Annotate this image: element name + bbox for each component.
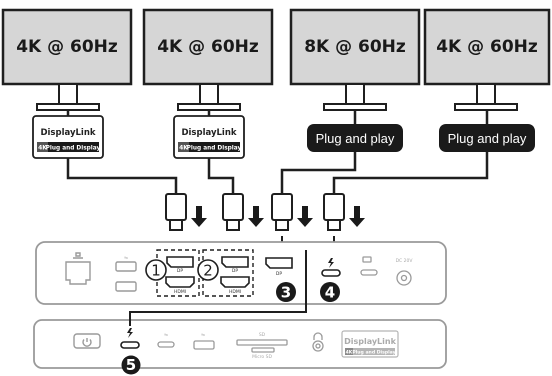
plugs xyxy=(165,193,345,231)
hdmi-label: HDMI xyxy=(229,289,241,295)
displaylink-logo-text: DisplayLink xyxy=(181,128,236,138)
dc-label: DC 20V xyxy=(396,258,414,264)
callout-4: 4 xyxy=(320,282,340,302)
cable-1 xyxy=(66,110,178,194)
cable-4 xyxy=(332,110,489,194)
sd-card-slots: SD Micro SD xyxy=(236,332,288,360)
plug-and-play-text: Plug and play xyxy=(316,131,395,146)
displaylink-4k-text: 4K xyxy=(38,145,47,152)
dp-port-2: DP xyxy=(221,256,249,274)
dc-power-port: DC 20V xyxy=(396,258,414,286)
cable-3 xyxy=(280,110,357,194)
down-arrows xyxy=(191,206,365,227)
dock-rear-panel: ⇋ DP HDMI DP HDMI DP xyxy=(35,241,447,305)
plug-and-play-label-2: Plug and play xyxy=(439,124,535,152)
plug-2-hdmi xyxy=(222,193,244,231)
laptop-usbc-port xyxy=(360,256,378,276)
down-arrow-icon xyxy=(349,206,365,227)
network-icon xyxy=(73,252,83,259)
hdmi-port-2: HDMI xyxy=(220,276,250,295)
sd-label: SD xyxy=(259,332,266,338)
monitor-1: 4K @ 60Hz xyxy=(1,8,133,111)
callout-1: 1 xyxy=(145,259,167,281)
micro-sd-label: Micro SD xyxy=(252,354,272,360)
hdmi-port-1: HDMI xyxy=(165,276,195,295)
laptop-icon xyxy=(362,256,372,263)
plug-3-dp xyxy=(271,193,293,231)
monitor-3: 8K @ 60Hz xyxy=(289,8,421,111)
down-arrow-icon xyxy=(248,206,264,227)
usb-icon: ⇋ xyxy=(164,333,168,338)
usb-a-ports: ⇋ xyxy=(115,256,137,292)
headphone-icon xyxy=(313,332,323,340)
down-arrow-icon xyxy=(191,206,207,227)
callout-3-number: 3 xyxy=(281,284,291,302)
thunderbolt-icon xyxy=(328,258,334,268)
power-icon xyxy=(82,338,92,347)
monitor-2: 4K @ 60Hz xyxy=(142,8,274,111)
displaylink-4k-text: 4K xyxy=(179,145,188,152)
dp-port-1: DP xyxy=(166,256,194,274)
monitor-4-resolution: 4K @ 60Hz xyxy=(436,37,538,57)
plug-1-dp xyxy=(165,193,187,231)
thunderbolt-icon xyxy=(127,328,133,338)
thunderbolt-port-5 xyxy=(120,328,140,349)
callout-5-number: 5 xyxy=(126,356,136,374)
ethernet-port xyxy=(65,252,91,285)
thunderbolt-port-4 xyxy=(321,258,341,277)
displaylink-tag-text: Plug and Display xyxy=(46,146,101,152)
audio-jack xyxy=(312,332,324,352)
dock-front-panel: ⇋ ⇋ SD Micro SD DisplayLink 4K Plu xyxy=(33,319,447,369)
monitor-3-resolution: 8K @ 60Hz xyxy=(304,37,406,57)
callout-3: 3 xyxy=(276,282,296,302)
usb-icon: ⇋ xyxy=(124,256,128,261)
front-usbc-port: ⇋ xyxy=(157,333,175,348)
plug-and-play-label-1: Plug and play xyxy=(307,124,403,152)
dp-label: DP xyxy=(232,268,238,274)
upstream-link-line xyxy=(129,250,307,326)
usb-icon: ⇋ xyxy=(201,333,205,338)
power-button xyxy=(73,333,101,349)
displaylink-front-badge: DisplayLink 4K Plug and Display xyxy=(341,330,399,358)
monitor-2-resolution: 4K @ 60Hz xyxy=(157,37,259,57)
dp-label: DP xyxy=(177,268,183,274)
front-usba-port: ⇋ xyxy=(193,333,215,350)
badge-logo-text: DisplayLink xyxy=(344,337,397,346)
plug-4-usbc xyxy=(323,193,345,231)
callout-5: 5 xyxy=(121,355,141,375)
monitor-1-resolution: 4K @ 60Hz xyxy=(16,37,118,57)
dp-port-3: DP xyxy=(265,257,293,277)
displaylink-tag-text: Plug and Display xyxy=(187,146,242,152)
dp-label: DP xyxy=(276,271,282,277)
callout-4-number: 4 xyxy=(325,284,335,302)
displaylink-adapter-2: DisplayLink 4K Plug and Display xyxy=(173,115,245,159)
displaylink-adapter-1: DisplayLink 4K Plug and Display xyxy=(32,115,104,159)
cable-2 xyxy=(207,110,235,194)
callout-2: 2 xyxy=(197,259,219,281)
callout-2-number: 2 xyxy=(203,262,213,280)
down-arrow-icon xyxy=(297,206,313,227)
cables xyxy=(66,110,489,194)
plug-and-play-text: Plug and play xyxy=(448,131,527,146)
badge-4k-text: 4K xyxy=(346,350,353,356)
monitor-4: 4K @ 60Hz xyxy=(423,8,551,111)
hdmi-label: HDMI xyxy=(174,289,186,295)
badge-tag-text: Plug and Display xyxy=(352,350,395,356)
displaylink-logo-text: DisplayLink xyxy=(40,128,95,138)
callout-1-number: 1 xyxy=(151,262,161,280)
